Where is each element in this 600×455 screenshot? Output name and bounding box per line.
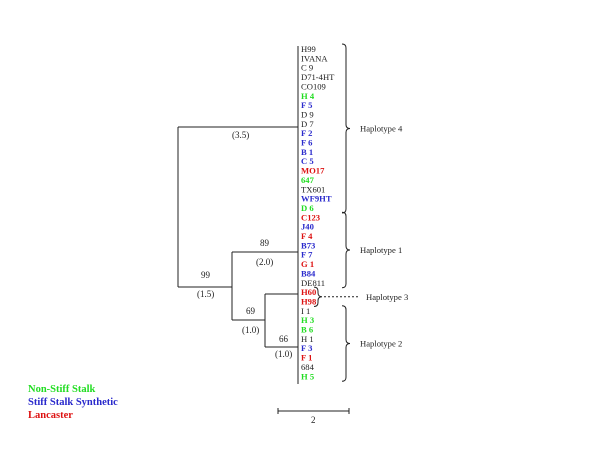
lower-clade-support-value: 69	[246, 306, 256, 316]
haplotype-groups: Haplotype 4 Haplotype 1 Haplotype 3 Haploty…	[313, 43, 408, 382]
haplotype-label: Haplotype 4	[360, 124, 403, 134]
leaf-label: I 1	[301, 306, 310, 316]
root-branch-length: (1.5)	[197, 289, 214, 299]
leaf-label: F 2	[301, 128, 312, 138]
root-support-value: 99	[201, 270, 211, 280]
leaf-label: B 6	[301, 325, 314, 335]
leaf-label: H60	[301, 287, 316, 297]
haplotype-brace	[313, 286, 323, 307]
leaf-label: H 1	[301, 334, 314, 344]
haplotype-label: Haplotype 2	[360, 339, 402, 349]
leaf-label: C 5	[301, 156, 314, 166]
legend-entry: Lancaster	[28, 410, 73, 421]
leaf-label: B 1	[301, 147, 313, 157]
legend-entry: Stiff Stalk Synthetic	[28, 397, 118, 408]
leaf-label: F 5	[301, 100, 312, 110]
haplotype4-branch-length: (3.5)	[232, 130, 249, 140]
leaf-label: D 6	[301, 203, 314, 213]
haplotype-label: Haplotype 3	[366, 292, 408, 302]
leaf-label: MO17	[301, 166, 325, 176]
leaf-label: TX601	[301, 184, 325, 194]
haplotype1-support-value: 89	[260, 238, 270, 248]
leaf-label: H 4	[301, 91, 315, 101]
leaf-label: 684	[301, 362, 315, 372]
leaf-label: F 4	[301, 231, 313, 241]
legend-entry: Non-Stiff Stalk	[28, 384, 96, 395]
leaf-label: F 7	[301, 250, 313, 260]
leaf-label: WF9HT	[301, 194, 332, 204]
leaf-label: B73	[301, 240, 315, 250]
leaf-label: DE811	[301, 278, 325, 288]
lower-clade-branch-length: (1.0)	[242, 325, 259, 335]
leaf-label: F 6	[301, 138, 313, 148]
haplotype-brace	[341, 43, 351, 214]
haplotype-brace	[341, 305, 351, 382]
haplotype-brace	[341, 211, 351, 289]
leaf-label: H98	[301, 296, 317, 306]
leaf-label: H99	[301, 44, 316, 54]
leaf-label: J40	[301, 222, 314, 232]
node-labels: (3.5) 89 (2.0) 99 (1.5) 69 (1.0) 66 (1.0…	[197, 130, 292, 359]
leaf-label: G 1	[301, 259, 314, 269]
leaf-label: D 7	[301, 119, 314, 129]
haplotype2-branch-length: (1.0)	[275, 349, 292, 359]
scale-bar	[277, 408, 350, 414]
leaf-label: CO109	[301, 81, 326, 91]
leaf-label: D71-4HT	[301, 72, 335, 82]
haplotype1-branch-length: (2.0)	[256, 257, 273, 267]
leaf-label: H 5	[301, 371, 314, 381]
tree-branches	[177, 46, 299, 384]
leaf-label: F 1	[301, 353, 312, 363]
scale-bar-label: 2	[311, 415, 316, 425]
leaf-label: H 3	[301, 315, 314, 325]
leaf-label: D 9	[301, 110, 314, 120]
leaf-label: F 3	[301, 343, 312, 353]
leaf-label: IVANA	[301, 53, 328, 63]
leaf-label: B84	[301, 268, 316, 278]
leaf-label: 647	[301, 175, 315, 185]
haplotype2-support-value: 66	[279, 334, 289, 344]
leaf-label: C 9	[301, 63, 313, 73]
haplotype-label: Haplotype 1	[360, 245, 402, 255]
leaf-label: C123	[301, 212, 320, 222]
